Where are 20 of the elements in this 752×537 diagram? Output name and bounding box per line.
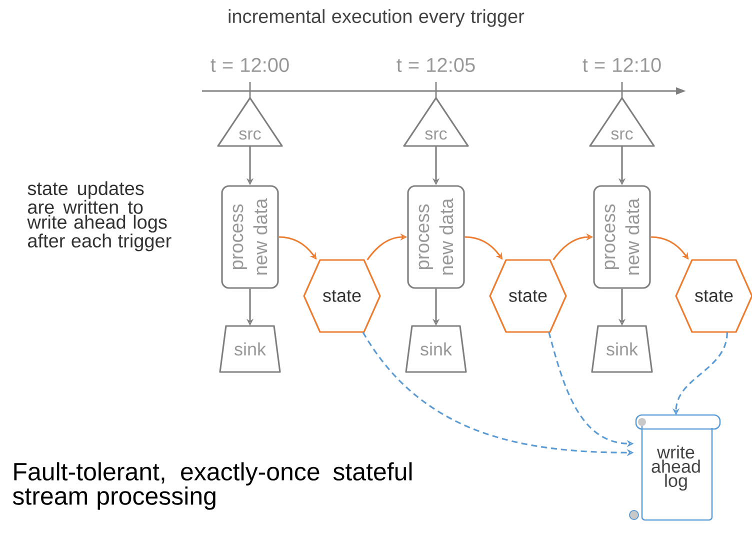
sink-trapezoid: sink — [219, 325, 281, 373]
caption: Fault-tolerant, exactly-once stateful stream processing — [12, 462, 412, 510]
source-triangle: src — [217, 82, 283, 147]
sink-trapezoid: sink — [405, 325, 467, 373]
state-hexagon: state — [675, 259, 752, 333]
state-hexagon: state — [489, 259, 567, 333]
heading: incremental execution every trigger — [228, 9, 524, 27]
time-label: t = 12:05 — [396, 58, 475, 72]
process-box: process new data — [407, 185, 465, 289]
note-text: state updates are written to write ahead logs after each trigger — [27, 181, 172, 252]
process-box: process new data — [593, 185, 651, 289]
sink-trapezoid: sink — [591, 325, 653, 373]
state-hexagon: state — [303, 259, 381, 333]
source-triangle: src — [403, 82, 469, 147]
time-label: t = 12:10 — [582, 58, 661, 72]
time-label: t = 12:00 — [210, 58, 289, 72]
node-label: write ahead log — [652, 445, 700, 491]
scroll-document: write ahead log — [629, 414, 721, 521]
process-box: process new data — [221, 185, 279, 289]
source-triangle: src — [589, 82, 655, 147]
